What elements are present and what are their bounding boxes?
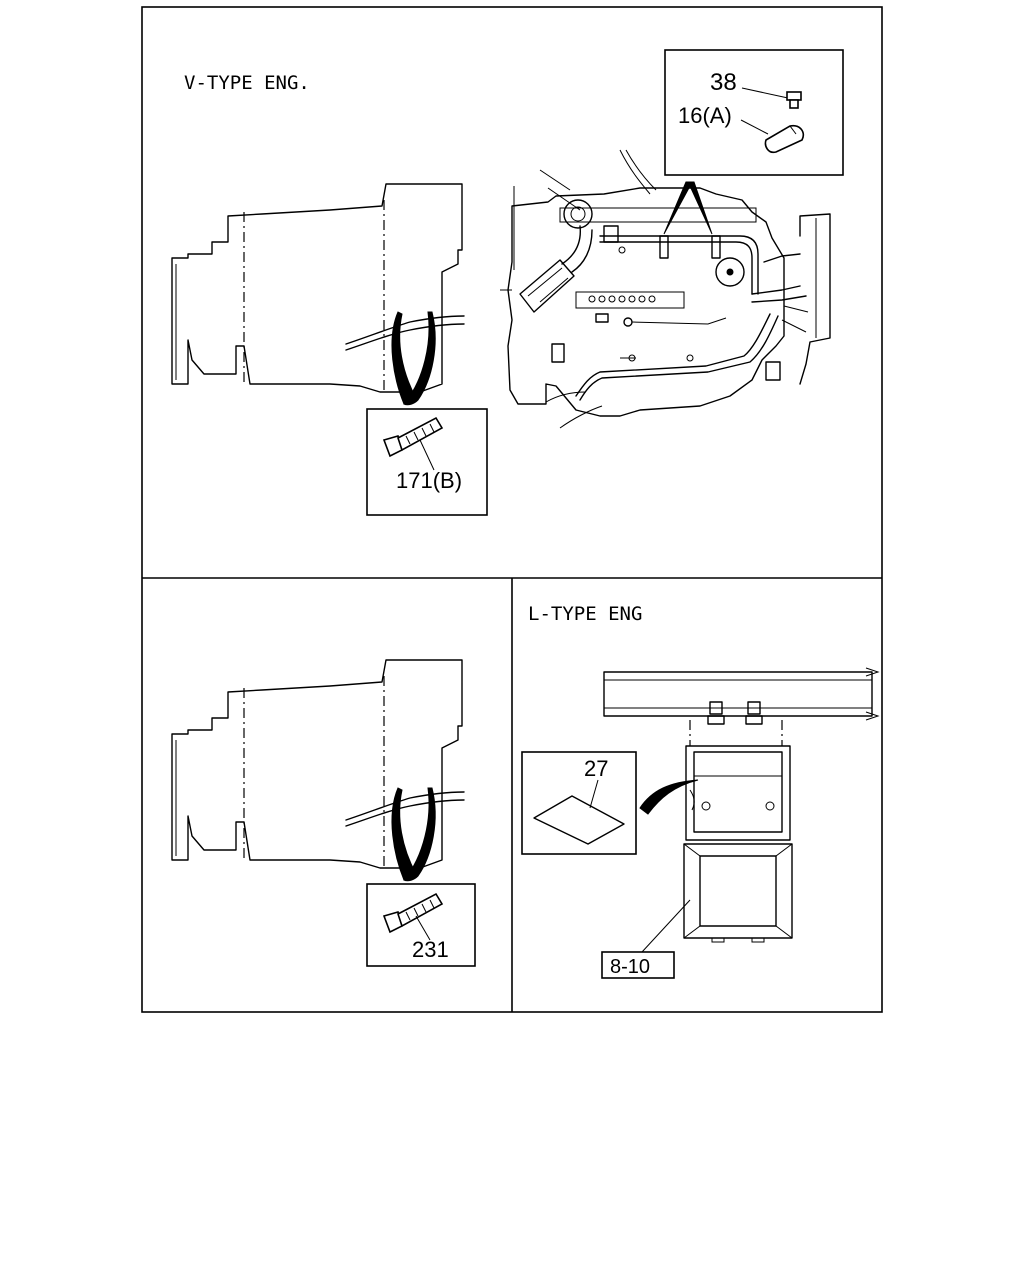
sheet-callout-pointer (639, 779, 699, 815)
clip-ref-label: 16(A) (678, 103, 732, 128)
transmission-outline-top (171, 183, 465, 406)
bottom-right-panel: L-TYPE ENG (521, 603, 880, 979)
clamp-icon (764, 124, 805, 154)
sheet-icon (533, 795, 625, 845)
sheet-callout-box (521, 751, 637, 855)
v-type-engine-drawing (500, 149, 831, 429)
sheet-ref-label: 27 (584, 756, 608, 781)
cable-tie-icon (382, 416, 444, 458)
battery-box (683, 720, 793, 943)
battery-ref-box (601, 951, 675, 979)
clip-callout-box (664, 49, 844, 176)
top-panel: V-TYPE ENG. 38 16(A) (171, 49, 844, 516)
bolt-icon (786, 91, 802, 109)
spark-row (588, 295, 656, 303)
tie-ref-label-top: 171(B) (396, 468, 462, 493)
frame-rail (603, 667, 880, 725)
cable-tie-icon (382, 892, 444, 934)
l-type-engine-title: L-TYPE ENG (528, 603, 642, 625)
v-type-engine-title: V-TYPE ENG. (184, 72, 310, 94)
bolt-ref-label: 38 (710, 69, 737, 96)
bottom-left-panel: 231 (171, 659, 476, 967)
transmission-outline-bottom (171, 659, 465, 882)
tie-ref-label-bottom: 231 (412, 937, 449, 962)
battery-ref-label: 8-10 (610, 956, 650, 978)
